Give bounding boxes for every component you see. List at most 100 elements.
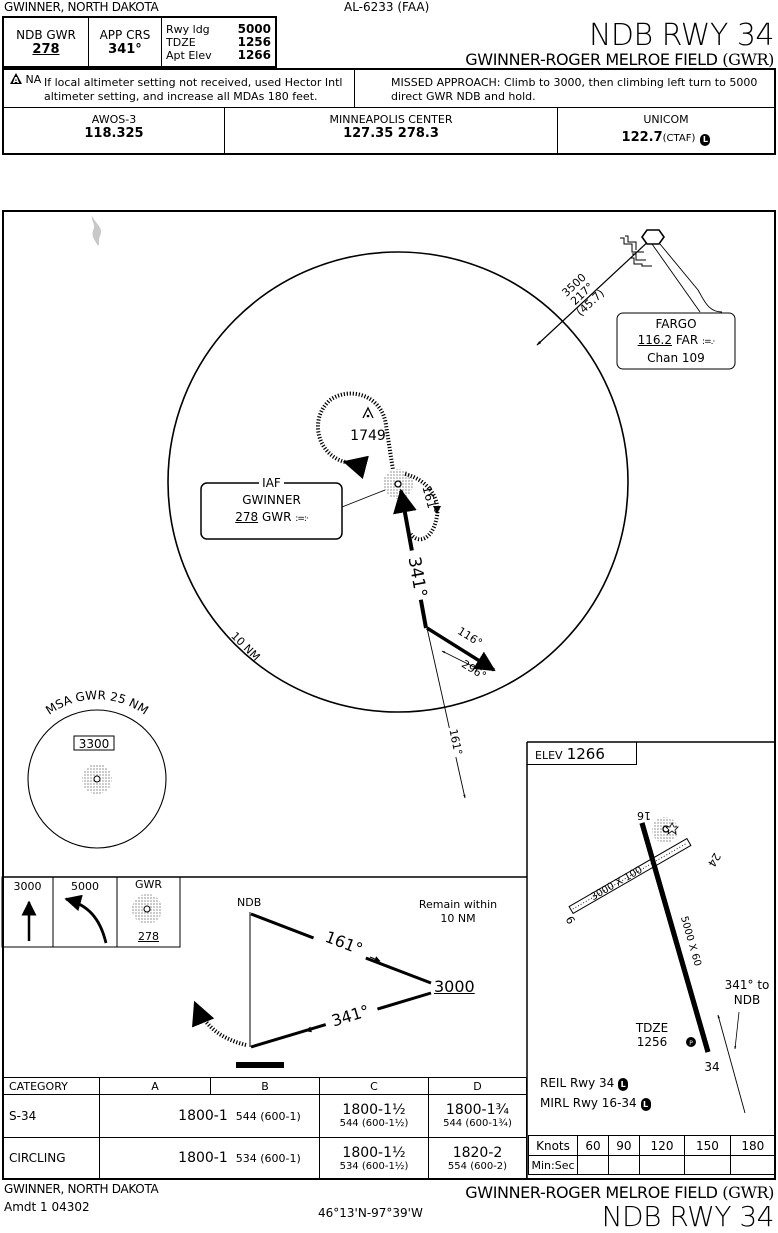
nav-cell: NDB GWR 278 <box>4 18 89 66</box>
header-location: GWINNER, NORTH DAKOTA <box>4 0 159 14</box>
nav-label: NDB GWR <box>16 27 76 42</box>
nav-freq: 278 <box>32 41 60 57</box>
tdze-value: 1256 <box>237 34 271 49</box>
ndb-center <box>143 905 151 913</box>
lighting-item: MIRL Rwy 16-34 L <box>540 1093 651 1113</box>
footer-procedure: NDB RWY 34 <box>601 1200 775 1233</box>
label-gap <box>321 996 380 1034</box>
elev-value: 1266 <box>566 745 605 763</box>
footer-coords: 46°13'N-97°39'W <box>318 1206 423 1220</box>
rwy-ldg-label: Rwy ldg <box>166 22 210 36</box>
app-crs-value: 341° <box>108 41 142 57</box>
feeder-labels: 3500 217° (45.7) <box>559 271 607 319</box>
label-gap <box>312 922 372 962</box>
comm-freq: 127.35 278.3 <box>343 126 439 141</box>
outbound-course <box>426 627 466 799</box>
header-c: C <box>319 1077 429 1095</box>
remain-note: Remain within 10 NM <box>418 898 498 925</box>
comm-name: UNICOM <box>643 113 689 126</box>
iaf-info: IAF GWINNER 278 GWR :=:· <box>201 476 342 528</box>
ten-nm-ring <box>167 251 629 713</box>
missed-icon-label: 3000 <box>13 880 42 893</box>
d-sub: 554 (600-2) <box>447 1160 508 1172</box>
altimeter-note-cell: A NA If local altimeter setting not rece… <box>4 70 355 107</box>
adg-tdze: TDZE 1256 <box>630 1021 674 1049</box>
row-category: CIRCLING <box>2 1136 100 1180</box>
elev-box: ELEV 1266 <box>527 742 637 765</box>
d-main: 1800-1¾ <box>445 1102 510 1119</box>
iaf-name: GWINNER <box>242 493 301 507</box>
profile-in-arrow <box>305 1025 323 1033</box>
iaf-label: IAF <box>259 476 284 490</box>
morse-code-icon: :=.· <box>702 337 715 347</box>
runway-16-34-top <box>639 822 711 1053</box>
missed-icon-label: GWR <box>134 878 163 891</box>
iaf-ident: GWR <box>261 510 292 524</box>
header-d: D <box>428 1077 527 1095</box>
morse-code-icon: :=:· <box>295 514 309 524</box>
header-b: B <box>210 1077 320 1095</box>
hold-arrow <box>433 506 441 514</box>
minsec-cell <box>684 1155 731 1175</box>
minsec-cell <box>729 1155 777 1175</box>
app-crs-label: APP CRS <box>99 27 151 42</box>
profile-alt: 3000 <box>434 977 475 996</box>
c-sub: 544 (600-1½) <box>339 1118 409 1130</box>
label-gap <box>400 548 434 602</box>
c-main: 1800-1½ <box>342 1144 406 1161</box>
procedure-title: NDB RWY 34 <box>588 18 775 53</box>
lighting-text: REIL Rwy 34 <box>540 1076 615 1090</box>
comm-name: MINNEAPOLIS CENTER <box>329 113 453 126</box>
rwy-16-label: 16 <box>637 809 651 822</box>
outbound-label: 161° <box>446 728 464 757</box>
lighting-text: MIRL Rwy 16-34 <box>540 1096 637 1110</box>
hold-pattern-161 <box>404 472 440 542</box>
comm-freq: 122.7 <box>621 130 663 145</box>
iaf-leader <box>341 489 386 508</box>
ab-sub: 544 (600-1) <box>235 1109 301 1123</box>
speed: 120 <box>638 1134 686 1157</box>
msa-alt: 3300 <box>79 737 110 751</box>
footer-airport-name: GWINNER-ROGER MELROE FIELD <box>465 1183 718 1202</box>
header-category: CATEGORY <box>2 1077 100 1095</box>
papi-icon <box>686 1037 696 1047</box>
footer-airport-id: (GWR) <box>722 1183 774 1202</box>
comm-awos: AWOS-3 118.325 <box>4 108 225 153</box>
minsec-row: Min:Sec <box>528 1155 777 1175</box>
alternate-triangle-icon: A <box>10 73 22 85</box>
airport-id: (GWR) <box>722 50 774 69</box>
profile-missed-arc <box>192 1000 247 1047</box>
terrain-mark <box>91 216 102 246</box>
comm-extra: (CTAF) <box>662 133 696 144</box>
lighting-icon: L <box>618 1078 629 1091</box>
msa-alt-box <box>73 735 115 751</box>
altimeter-note: If local altimeter setting not received,… <box>44 76 343 103</box>
comm-name: AWOS-3 <box>91 113 137 126</box>
minsec-cell <box>607 1155 640 1175</box>
lighting-item: REIL Rwy 34 L <box>540 1073 651 1093</box>
speed: 180 <box>729 1134 777 1157</box>
airport-name: GWINNER-ROGER MELROE FIELD <box>465 50 718 69</box>
footer-airport: GWINNER-ROGER MELROE FIELD (GWR) <box>465 1183 774 1202</box>
iaf-freq: 278 <box>235 510 259 524</box>
missed-icons-box <box>1 876 181 948</box>
rwy-6-24-dims: 3000 X 100 <box>589 865 645 903</box>
alternate-text: NA <box>25 73 42 86</box>
airport-title: GWINNER-ROGER MELROE FIELD (GWR) <box>465 50 774 69</box>
ab-sub: 534 (600-1) <box>235 1152 301 1166</box>
c-sub: 534 (600-1½) <box>339 1160 409 1172</box>
ndb-center <box>394 480 402 488</box>
footer-location: GWINNER, NORTH DAKOTA <box>4 1182 159 1196</box>
fargo-freq: 116.2 <box>637 333 673 347</box>
comm-unicom: UNICOM 122.7(CTAF) L <box>558 108 774 153</box>
fargo-ident: FAR <box>675 333 699 347</box>
papi-letter: P <box>689 1040 693 1047</box>
alternate-na: A NA <box>10 73 41 86</box>
notes-row: A NA If local altimeter setting not rece… <box>2 68 776 108</box>
